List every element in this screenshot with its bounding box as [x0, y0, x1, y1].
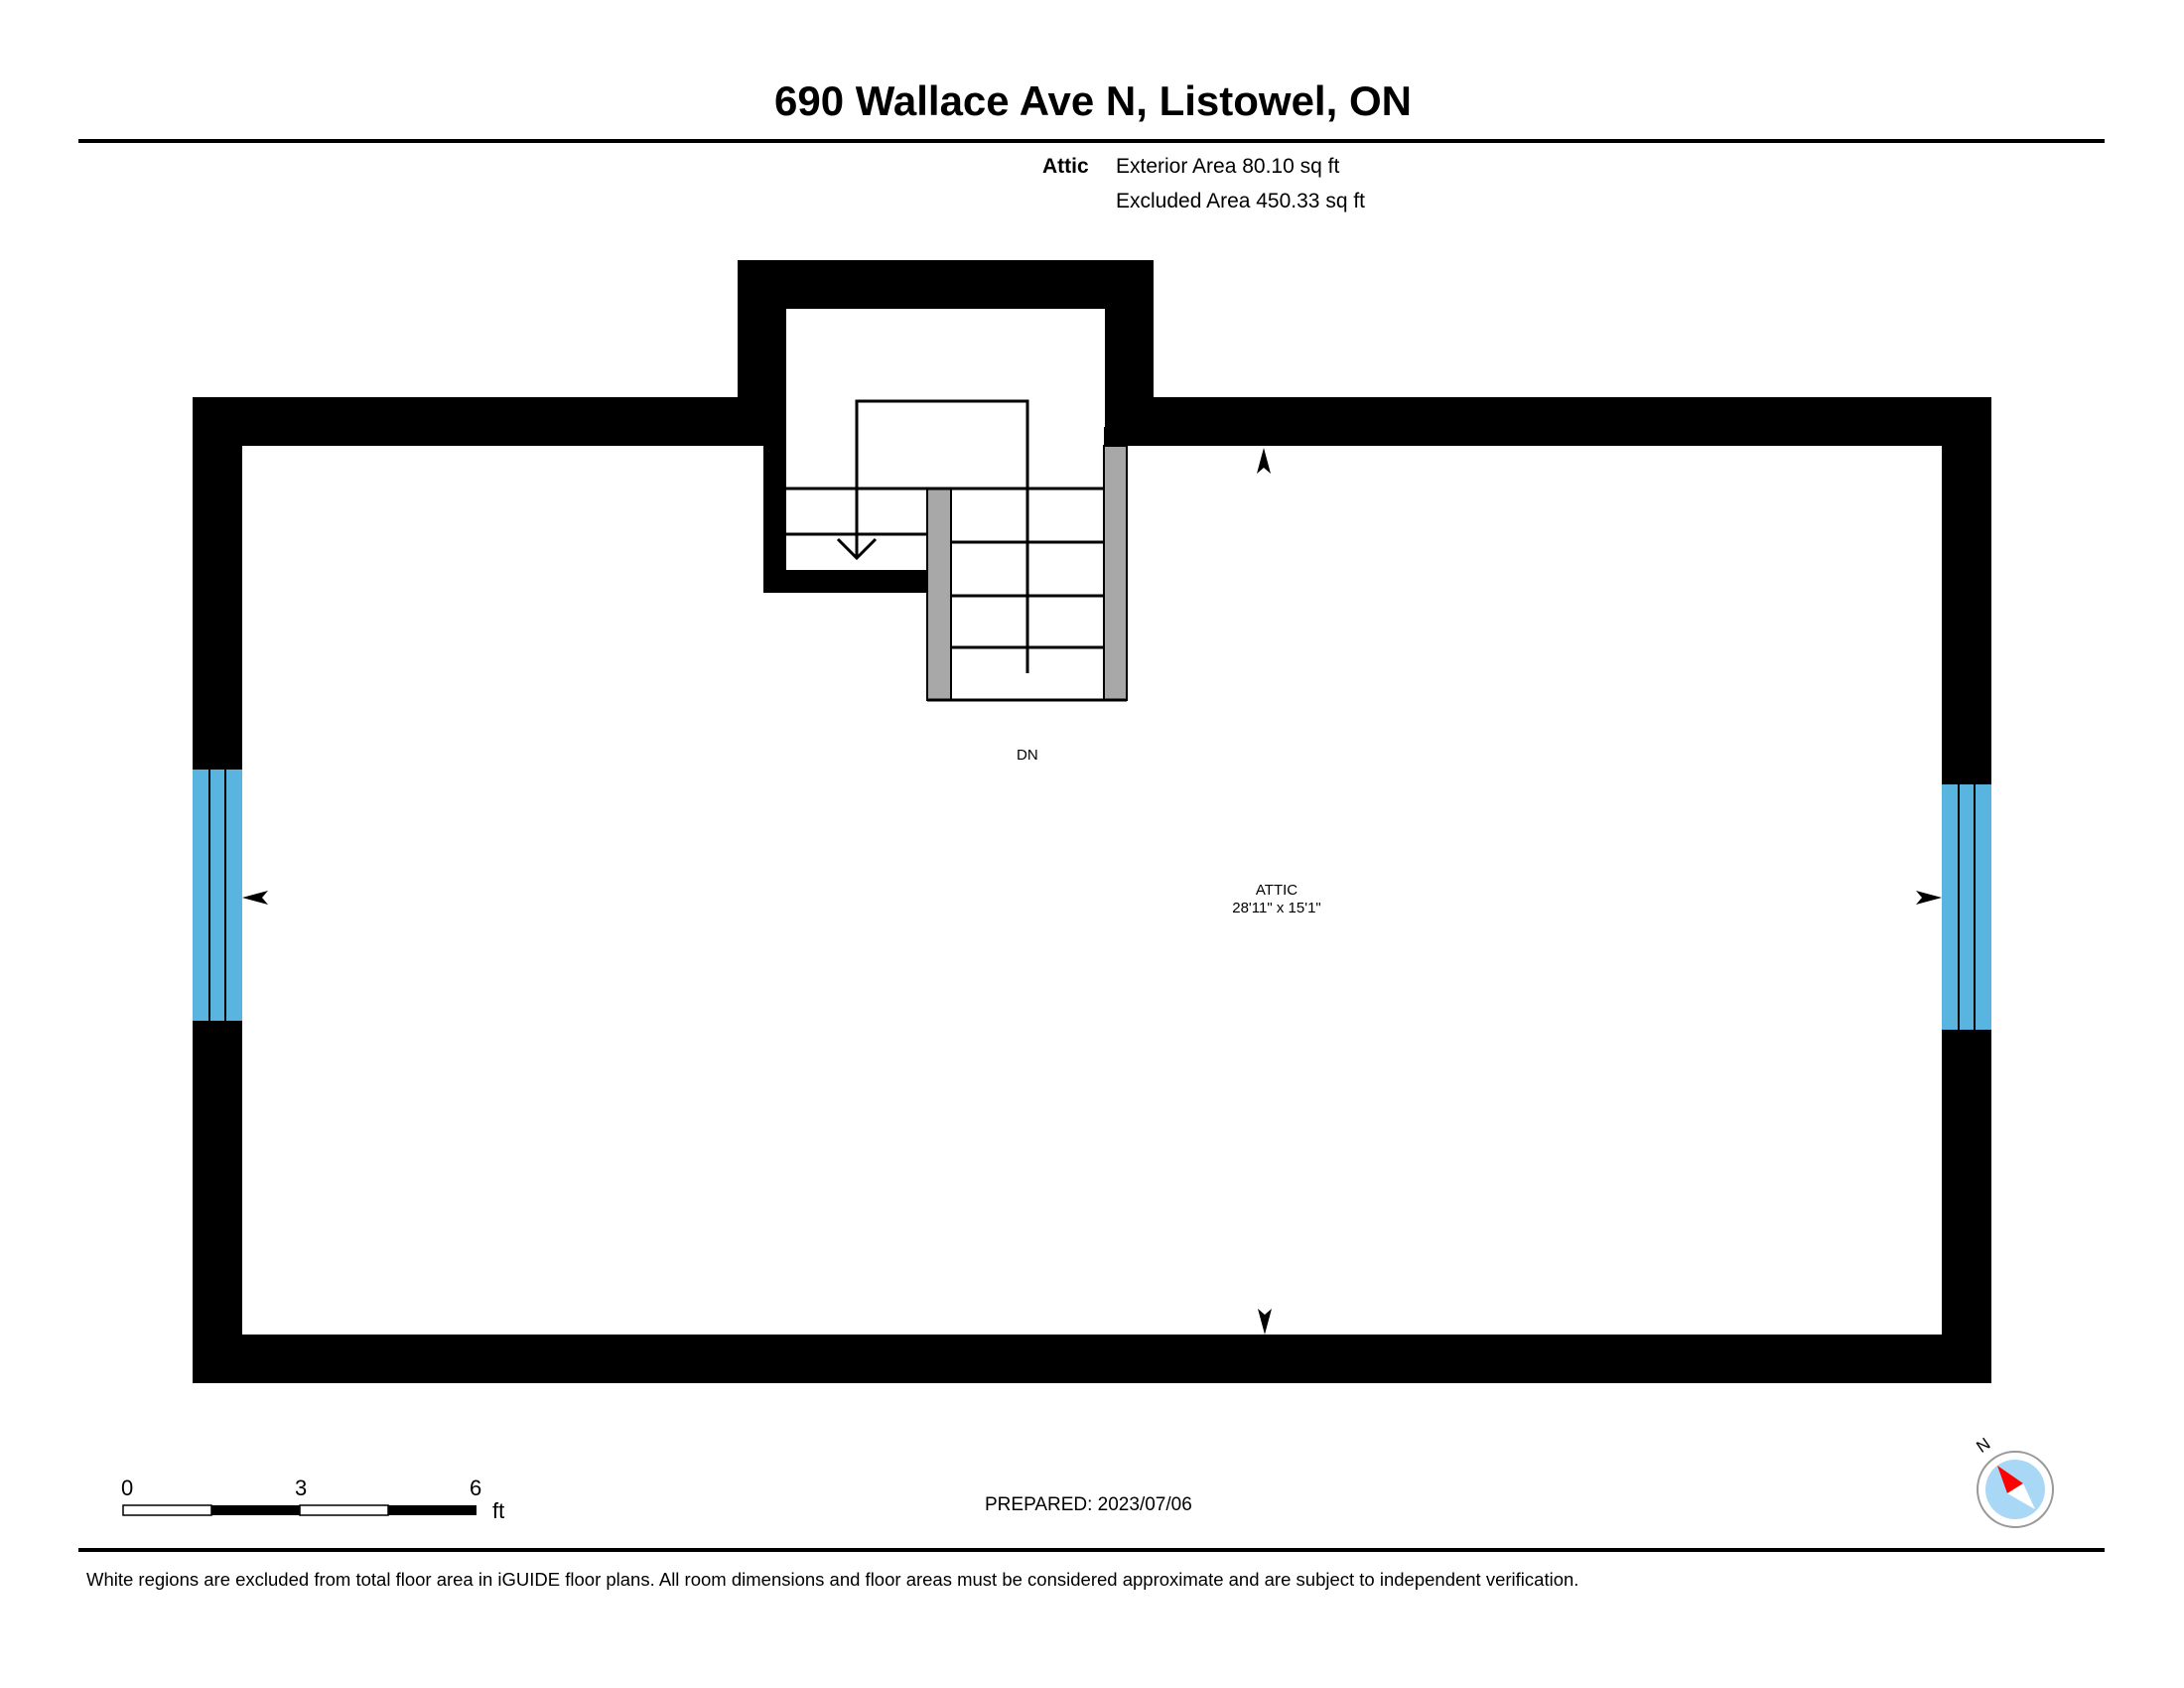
footer-rule	[78, 1548, 2105, 1552]
dimension-arrows	[242, 448, 1942, 1335]
disclaimer: White regions are excluded from total fl…	[86, 1569, 1579, 1590]
scale-bar	[122, 1504, 477, 1516]
walls	[193, 260, 1991, 1383]
arrow-right-icon	[1916, 891, 1942, 905]
window-left	[193, 770, 242, 1021]
down-arrow-icon	[836, 537, 878, 561]
staircase	[786, 399, 1128, 702]
compass-icon	[1977, 1451, 2054, 1528]
scale-label-0: 0	[121, 1476, 134, 1500]
excluded-area: Excluded Area 450.33 sq ft	[1116, 190, 1366, 212]
exterior-area: Exterior Area 80.10 sq ft	[1116, 155, 1340, 178]
floor-label: Attic	[1042, 155, 1089, 178]
arrow-left-icon	[242, 891, 268, 905]
header-rule	[78, 139, 2105, 143]
windows	[193, 770, 1991, 1030]
stair-direction-label: DN	[1017, 747, 1038, 764]
prepared-date: PREPARED: 2023/07/06	[985, 1494, 1192, 1515]
arrow-up-icon	[1257, 448, 1271, 474]
scale-label-3: 3	[295, 1476, 308, 1500]
page-title: 690 Wallace Ave N, Listowel, ON	[774, 77, 1412, 124]
arrow-down-icon	[1258, 1309, 1272, 1335]
room-name: ATTIC	[1255, 882, 1298, 899]
window-right	[1942, 784, 1991, 1030]
room-dimensions: 28'11" x 15'1"	[1232, 900, 1321, 916]
scale-label-6: 6	[470, 1476, 482, 1500]
scale-unit: ft	[492, 1498, 505, 1523]
